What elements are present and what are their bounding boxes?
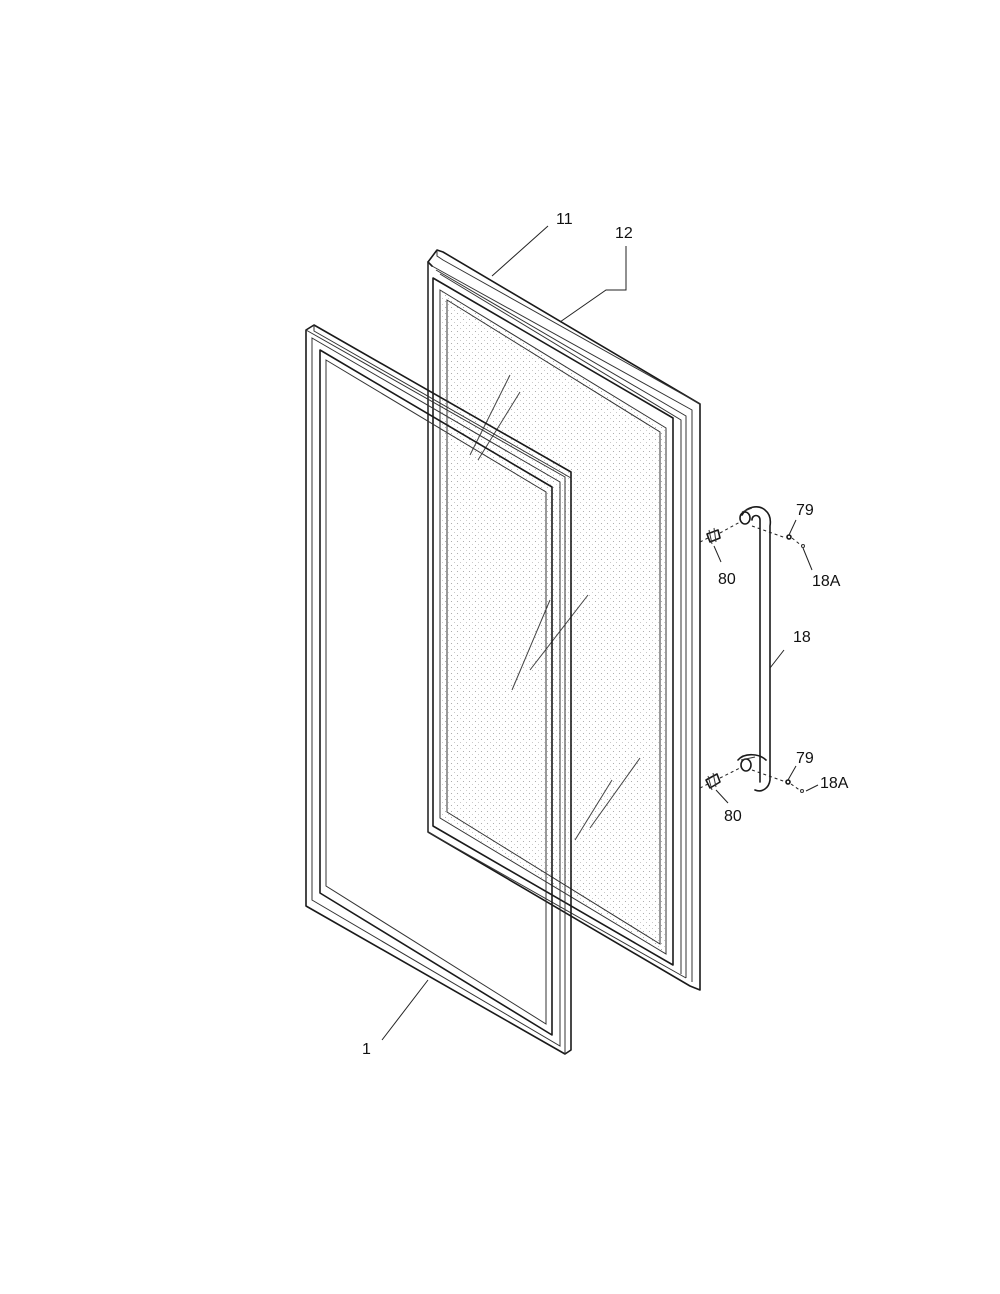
door-glass-reflection <box>469 374 641 841</box>
callout-labels: 11 12 1 79 18A 80 18 79 18A 80 <box>362 211 849 1058</box>
callout-79-bottom: 79 <box>796 750 814 767</box>
bottom-screw-79 <box>785 779 804 793</box>
door-handle <box>737 506 772 792</box>
callout-80-top: 80 <box>718 571 736 588</box>
bottom-stud-80 <box>705 772 721 791</box>
door-gasket <box>305 324 572 1055</box>
door-panel <box>427 249 701 991</box>
callout-11: 11 <box>556 211 573 228</box>
callout-79-top: 79 <box>796 502 814 519</box>
assembly-lines <box>699 521 803 792</box>
top-stud-80 <box>706 527 721 545</box>
callout-18: 18 <box>793 629 811 646</box>
callout-12: 12 <box>615 225 633 242</box>
callout-18a-bottom: 18A <box>820 775 849 792</box>
callout-18a-top: 18A <box>812 573 841 590</box>
leader-lines <box>381 225 819 1041</box>
callout-1: 1 <box>362 1041 371 1058</box>
callout-80-bottom: 80 <box>724 808 742 825</box>
